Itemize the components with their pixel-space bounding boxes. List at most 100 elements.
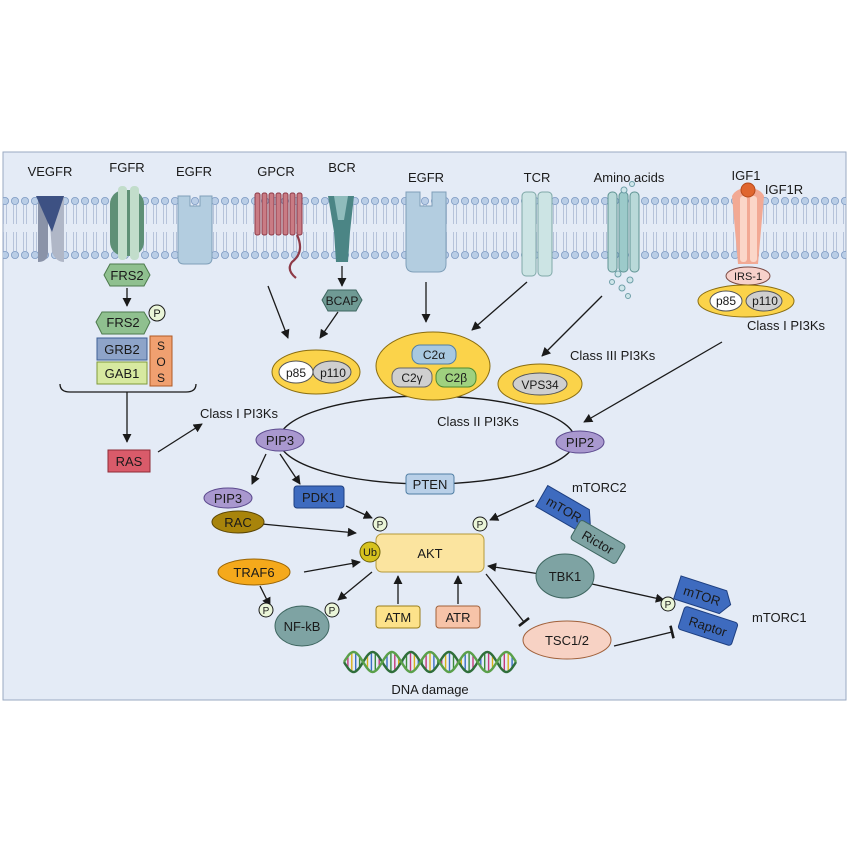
class2-pi3k-complex bbox=[375, 331, 491, 401]
fgfr-receptor bbox=[110, 186, 144, 260]
arrow-pdk1-to-akt bbox=[345, 505, 373, 519]
arrow-tbk1-to-akt bbox=[487, 562, 541, 575]
arrow-akt-to-nfkb bbox=[337, 571, 373, 601]
class3-pi3k-complex bbox=[497, 363, 583, 405]
class1-right-pi3k-complex bbox=[697, 284, 795, 318]
inhibit-akt-to-tsc bbox=[485, 573, 530, 628]
grb2-node: GRB2 bbox=[96, 337, 148, 361]
arrow-aa-to-class3 bbox=[541, 295, 603, 357]
mtorc1-phospho: P bbox=[660, 596, 676, 612]
gpcr-receptor bbox=[254, 192, 303, 279]
mtorc2-label: mTORC2 bbox=[572, 480, 627, 495]
arrow-tcr-to-class2 bbox=[471, 281, 528, 331]
arrow-tbk1-to-mtorc1 bbox=[591, 583, 665, 603]
gab1-node: GAB1 bbox=[96, 361, 148, 385]
arrow-pip3-to-pip3b bbox=[251, 453, 267, 485]
dna-strand bbox=[342, 650, 518, 674]
c2b-label: C2β bbox=[445, 371, 467, 385]
svg-text:AKT: AKT bbox=[417, 546, 442, 561]
arrow-class1-to-pip2 bbox=[583, 341, 723, 423]
p110-label: p110 bbox=[320, 366, 346, 380]
svg-text:P: P bbox=[377, 520, 384, 531]
class1-right-label: Class I PI3Ks bbox=[747, 318, 826, 333]
arrow-bcap-to-p110 bbox=[319, 311, 339, 339]
svg-text:ATR: ATR bbox=[445, 610, 470, 625]
svg-text:RAS: RAS bbox=[116, 454, 143, 469]
sos-node: S O S bbox=[149, 335, 173, 387]
svg-text:RAC: RAC bbox=[224, 515, 251, 530]
pten-node: PTEN bbox=[405, 473, 455, 495]
ubiquitin-node: Ub bbox=[359, 541, 381, 563]
svg-text:IRS-1: IRS-1 bbox=[734, 271, 762, 283]
frs2-node: FRS2 bbox=[95, 311, 151, 335]
amino-acid-transporter bbox=[607, 181, 640, 299]
tsc-node: TSC1/2 bbox=[522, 620, 612, 660]
class3-label: Class III PI3Ks bbox=[570, 348, 656, 363]
tcr-label: TCR bbox=[524, 170, 551, 185]
svg-text:PDK1: PDK1 bbox=[302, 490, 336, 505]
arrow-pip3-to-pdk1 bbox=[279, 453, 301, 485]
svg-text:P: P bbox=[263, 606, 270, 617]
svg-text:P: P bbox=[153, 308, 160, 320]
complex-bracket bbox=[59, 383, 197, 393]
pip2-node: PIP2 bbox=[555, 430, 605, 454]
svg-text:BCAP: BCAP bbox=[326, 294, 359, 308]
vps34-label: VPS34 bbox=[521, 378, 559, 392]
class2-label: Class II PI3Ks bbox=[437, 414, 519, 429]
dna-strand bbox=[342, 650, 518, 674]
igf1-label: IGF1 bbox=[732, 168, 761, 183]
svg-text:TRAF6: TRAF6 bbox=[233, 565, 274, 580]
svg-text:PTEN: PTEN bbox=[413, 477, 448, 492]
arrow-traf6-to-nfkb bbox=[259, 585, 271, 607]
akt-phospho-right: P bbox=[472, 516, 488, 532]
svg-text:PIP3: PIP3 bbox=[214, 491, 242, 506]
vegfr-label: VEGFR bbox=[28, 164, 73, 179]
dna-helix bbox=[342, 650, 518, 674]
svg-text:Ub: Ub bbox=[363, 547, 377, 559]
traf6-node: TRAF6 bbox=[217, 558, 291, 586]
akt-node: AKT bbox=[375, 533, 485, 573]
igf1r-label: IGF1R bbox=[765, 182, 803, 197]
svg-text:FRS2: FRS2 bbox=[106, 315, 139, 330]
arrow-ras-to-pip3 bbox=[157, 423, 203, 453]
rac-node: RAC bbox=[211, 510, 265, 534]
atr-node: ATR bbox=[435, 605, 481, 629]
ras-node: RAS bbox=[107, 449, 151, 473]
svg-text:FRS2: FRS2 bbox=[110, 268, 143, 283]
svg-text:ATM: ATM bbox=[385, 610, 411, 625]
egfr-center-receptor bbox=[405, 191, 447, 273]
egfr-left-label: EGFR bbox=[176, 164, 212, 179]
p85-right-label: p85 bbox=[716, 294, 736, 308]
c2g-label: C2γ bbox=[401, 371, 422, 385]
svg-text:GAB1: GAB1 bbox=[105, 366, 140, 381]
svg-text:NF-kB: NF-kB bbox=[284, 619, 321, 634]
svg-text:S: S bbox=[157, 371, 165, 385]
tcr-receptor bbox=[521, 191, 553, 277]
p110-right-label: p110 bbox=[752, 294, 778, 308]
svg-text:P: P bbox=[477, 520, 484, 531]
svg-text:S: S bbox=[157, 339, 165, 353]
pip3b-node: PIP3 bbox=[203, 487, 253, 509]
arrow-mtorc2-to-akt bbox=[489, 499, 535, 521]
svg-text:P: P bbox=[329, 606, 336, 617]
irs1-node: IRS-1 bbox=[725, 266, 771, 286]
svg-text:PIP3: PIP3 bbox=[266, 433, 294, 448]
vegfr-receptor bbox=[36, 196, 64, 262]
arrow-rac-to-akt bbox=[261, 523, 357, 537]
gpcr-label: GPCR bbox=[257, 164, 295, 179]
akt-phospho-left: P bbox=[372, 516, 388, 532]
svg-text:PIP2: PIP2 bbox=[566, 435, 594, 450]
amino-acids-label: Amino acids bbox=[594, 170, 665, 185]
pdk1-node: PDK1 bbox=[293, 485, 345, 509]
dna-damage-label: DNA damage bbox=[391, 682, 468, 697]
tbk1-node: TBK1 bbox=[535, 553, 595, 599]
bcap-node: BCAP bbox=[321, 289, 363, 312]
frs2-phospho: P bbox=[148, 304, 166, 322]
arrow-gpcr-to-p85 bbox=[267, 285, 290, 339]
svg-text:TSC1/2: TSC1/2 bbox=[545, 633, 589, 648]
inhibit-tsc-to-mtorc1 bbox=[613, 625, 675, 647]
pip3-node: PIP3 bbox=[255, 428, 305, 452]
nfkb-node: NF-kB bbox=[274, 605, 330, 647]
egfr-center-label: EGFR bbox=[408, 170, 444, 185]
